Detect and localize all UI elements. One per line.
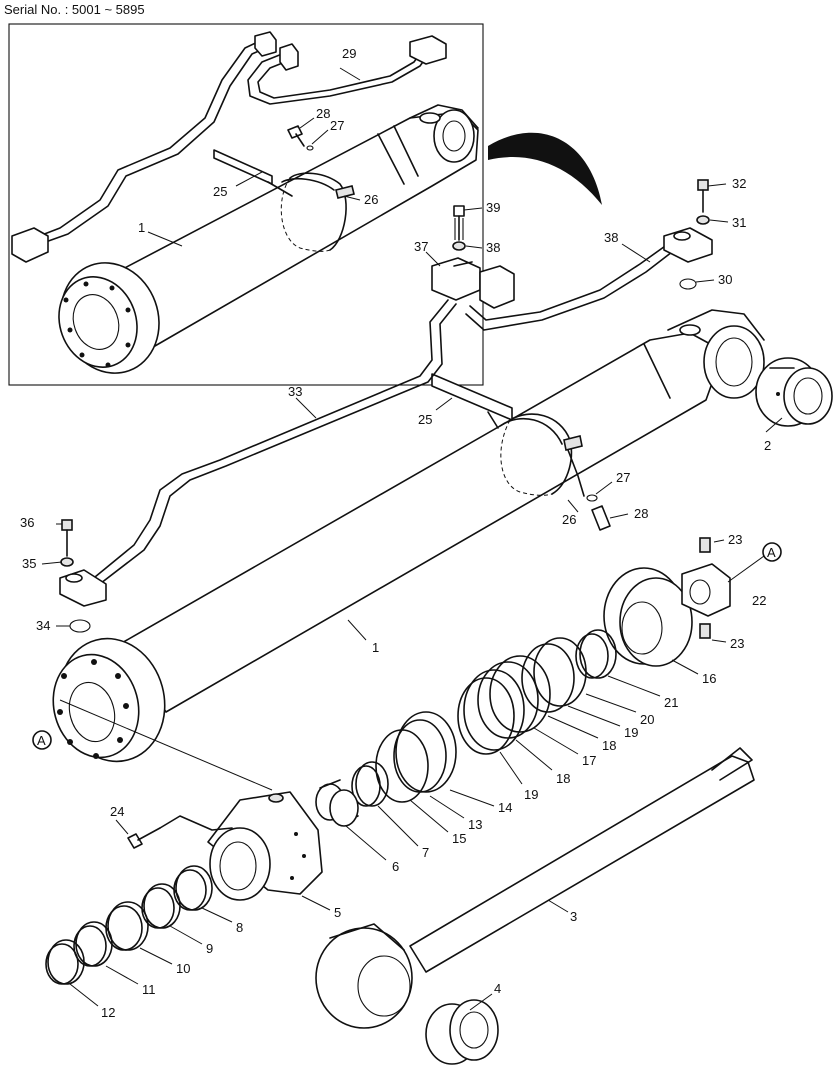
callout-17: 17 bbox=[582, 753, 596, 768]
callout-19-right: 19 bbox=[624, 725, 638, 740]
callout-4: 4 bbox=[494, 981, 501, 996]
callout-21: 21 bbox=[664, 695, 678, 710]
bushing-4 bbox=[425, 999, 499, 1065]
bolt-36 bbox=[60, 519, 91, 633]
callout-8: 8 bbox=[236, 920, 243, 935]
rod-3 bbox=[315, 747, 755, 1029]
callout-7: 7 bbox=[422, 845, 429, 860]
callout-25-inset: 25 bbox=[213, 184, 227, 199]
callout-35: 35 bbox=[22, 556, 36, 571]
callout-15: 15 bbox=[452, 831, 466, 846]
svg-text:A: A bbox=[37, 733, 46, 748]
inset-tube-29 bbox=[11, 31, 447, 263]
assembly-leader bbox=[59, 699, 273, 791]
main-cylinder-1 bbox=[52, 309, 765, 763]
callout-25: 25 bbox=[418, 412, 432, 427]
serial-number-label: Serial No. : 5001 ~ 5895 bbox=[4, 2, 145, 17]
callout-30: 30 bbox=[718, 272, 732, 287]
callout-23-upper: 23 bbox=[728, 532, 742, 547]
inset-cylinder-1 bbox=[58, 104, 479, 374]
callout-28: 28 bbox=[634, 506, 648, 521]
callout-27: 27 bbox=[616, 470, 630, 485]
callout-33: 33 bbox=[288, 384, 302, 399]
piston-seals bbox=[351, 629, 617, 807]
bushing-6 bbox=[315, 779, 359, 827]
tube-38 bbox=[465, 227, 713, 331]
callout-29: 29 bbox=[342, 46, 356, 61]
ref-leader bbox=[727, 555, 765, 583]
callout-23-lower: 23 bbox=[730, 636, 744, 651]
callout-3: 3 bbox=[570, 909, 577, 924]
callout-38-lower: 38 bbox=[486, 240, 500, 255]
reference-a-top: A bbox=[762, 542, 782, 562]
head-5 bbox=[207, 791, 323, 901]
callout-16: 16 bbox=[702, 671, 716, 686]
callout-32: 32 bbox=[732, 176, 746, 191]
bolt-24 bbox=[127, 815, 233, 849]
callout-26-inset: 26 bbox=[364, 192, 378, 207]
callout-10: 10 bbox=[176, 961, 190, 976]
svg-text:A: A bbox=[767, 545, 776, 560]
callout-24: 24 bbox=[110, 804, 124, 819]
callout-2: 2 bbox=[764, 438, 771, 453]
callout-26: 26 bbox=[562, 512, 576, 527]
callout-18-left: 18 bbox=[556, 771, 570, 786]
bushing-2 bbox=[755, 357, 833, 427]
callout-6: 6 bbox=[392, 859, 399, 874]
callout-18-right: 18 bbox=[602, 738, 616, 753]
callout-28-inset: 28 bbox=[316, 106, 330, 121]
bolt-32 bbox=[679, 179, 710, 290]
rings-8-12 bbox=[45, 865, 213, 985]
callout-11: 11 bbox=[142, 982, 156, 997]
callout-13: 13 bbox=[468, 817, 482, 832]
callout-5: 5 bbox=[334, 905, 341, 920]
callout-39: 39 bbox=[486, 200, 500, 215]
callout-31: 31 bbox=[732, 215, 746, 230]
callout-38-upper: 38 bbox=[604, 230, 618, 245]
tube-33 bbox=[59, 299, 457, 607]
callout-1: 1 bbox=[372, 640, 379, 655]
bolt-39 bbox=[452, 205, 466, 251]
callout-34: 34 bbox=[36, 618, 50, 633]
nut-22 bbox=[681, 537, 731, 639]
callout-14: 14 bbox=[498, 800, 512, 815]
callout-19-left: 19 bbox=[524, 787, 538, 802]
piston-16 bbox=[603, 567, 693, 667]
callout-22: 22 bbox=[752, 593, 766, 608]
callout-36: 36 bbox=[20, 515, 34, 530]
rotation-arrow bbox=[488, 132, 602, 205]
reference-a-bottom: A bbox=[32, 730, 52, 750]
callout-20: 20 bbox=[640, 712, 654, 727]
callout-27-inset: 27 bbox=[330, 118, 344, 133]
callout-37: 37 bbox=[414, 239, 428, 254]
callout-9: 9 bbox=[206, 941, 213, 956]
clamp-block-37 bbox=[431, 257, 515, 309]
inset-callouts: 29 28 27 25 26 1 bbox=[138, 46, 378, 247]
bolt-28 bbox=[586, 494, 611, 531]
callout-1-inset: 1 bbox=[138, 220, 145, 235]
callouts: 32 31 30 38 39 38 37 33 25 2 27 28 26 36… bbox=[20, 176, 783, 1020]
callout-12: 12 bbox=[101, 1005, 115, 1020]
inset-view: 29 28 27 25 26 1 bbox=[8, 23, 484, 386]
